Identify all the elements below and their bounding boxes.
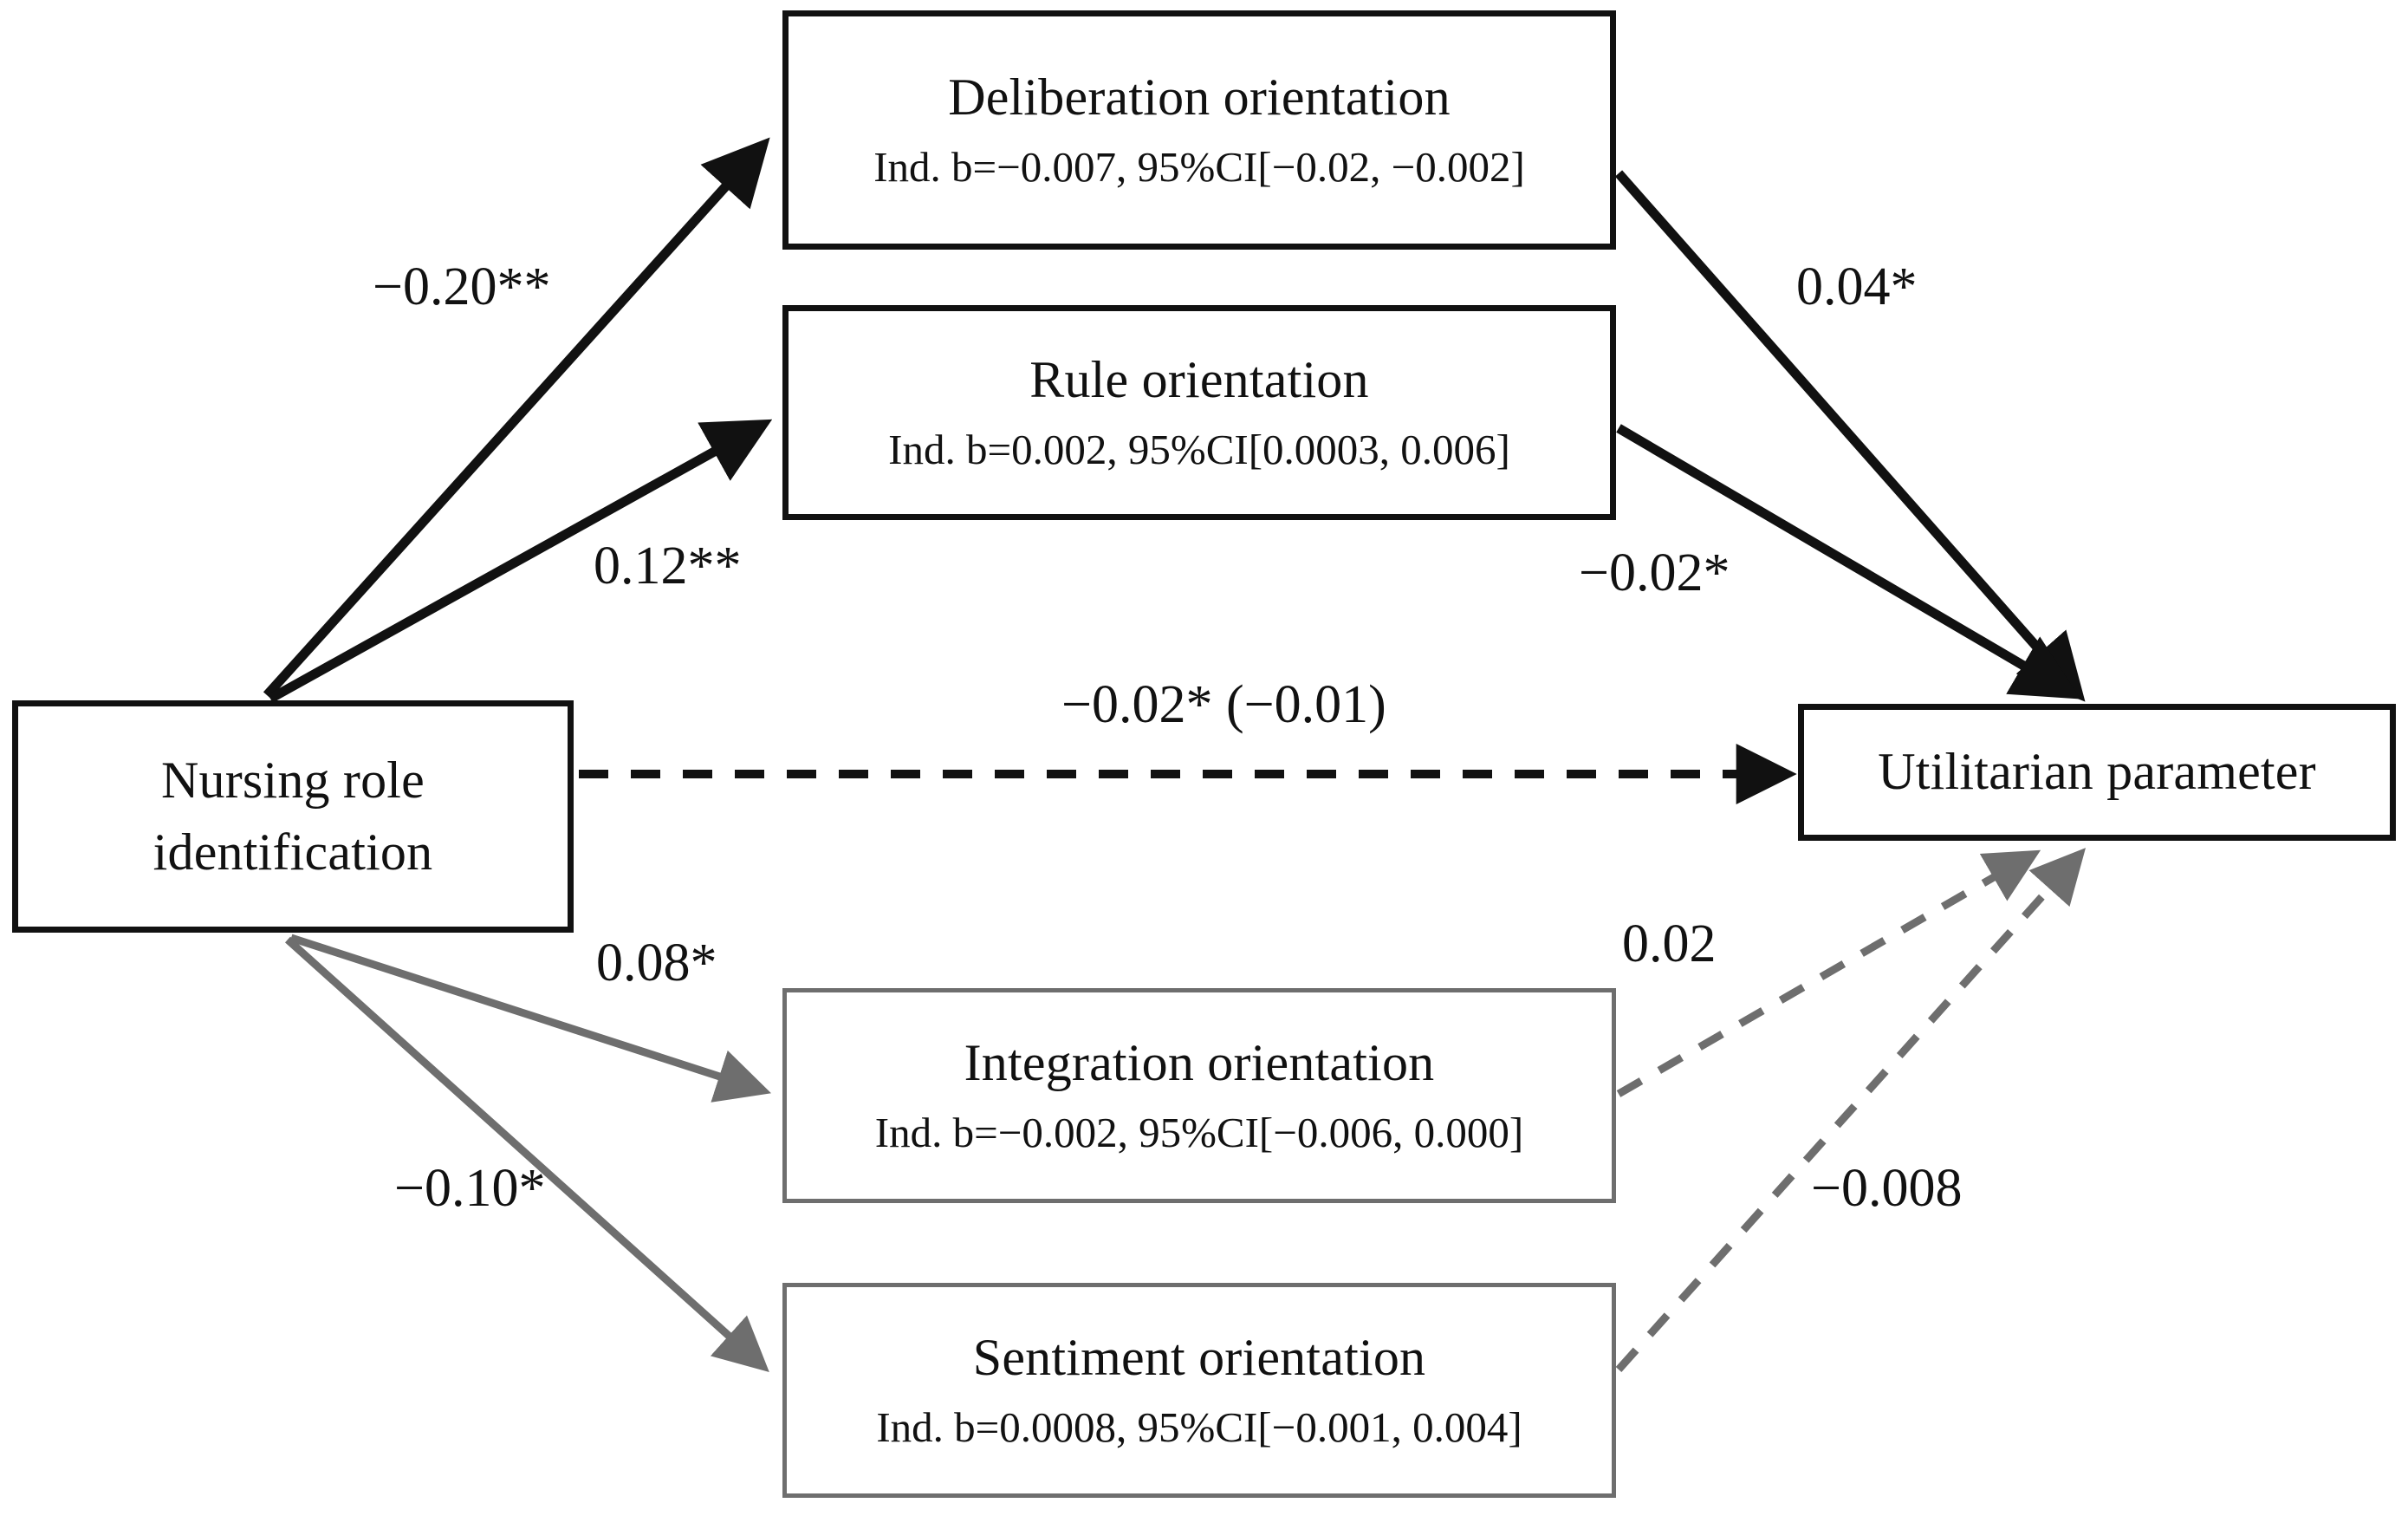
path-label-nursing-to-deliberation: −0.20**: [373, 257, 551, 316]
node-utilitarian-parameter[interactable]: Utilitarian parameter: [1798, 704, 2396, 841]
node-sentiment-orientation[interactable]: Sentiment orientation Ind. b=0.0008, 95%…: [782, 1283, 1616, 1498]
node-nursing-role-identification[interactable]: Nursing role identification: [12, 700, 574, 933]
node-indirect-effect: Ind. b=0.0008, 95%CI[−0.001, 0.004]: [876, 1403, 1522, 1452]
path-sentiment-to-utilitarian: [1615, 848, 2087, 1373]
node-indirect-effect: Ind. b=−0.007, 95%CI[−0.02, −0.002]: [873, 143, 1525, 192]
node-title: Utilitarian parameter: [1878, 743, 2316, 801]
node-title: Nursing role identification: [153, 751, 433, 881]
node-title: Rule orientation: [1029, 350, 1369, 408]
path-label-deliberation-to-utilitarian: 0.04*: [1796, 257, 1918, 316]
node-integration-orientation[interactable]: Integration orientation Ind. b=−0.002, 9…: [782, 988, 1616, 1203]
path-label-sentiment-to-utilitarian: −0.008: [1811, 1159, 1963, 1218]
node-title: Deliberation orientation: [948, 68, 1451, 126]
path-label-nursing-to-integration: 0.08*: [596, 934, 717, 992]
path-label-nursing-to-sentiment: −0.10*: [394, 1159, 546, 1218]
path-nursing-to-deliberation: [263, 137, 770, 699]
path-label-integration-to-utilitarian: 0.02: [1622, 914, 1717, 973]
node-title: Integration orientation: [964, 1033, 1435, 1091]
node-rule-orientation[interactable]: Rule orientation Ind. b=0.002, 95%CI[0.0…: [782, 305, 1616, 520]
node-deliberation-orientation[interactable]: Deliberation orientation Ind. b=−0.007, …: [782, 10, 1616, 250]
path-nursing-to-integration: [289, 934, 771, 1103]
path-integration-to-utilitarian: [1616, 849, 2041, 1097]
path-label-nursing-to-utilitarian-direct: −0.02* (−0.01): [1061, 675, 1386, 734]
node-indirect-effect: Ind. b=−0.002, 95%CI[−0.006, 0.000]: [874, 1109, 1524, 1157]
path-nursing-to-rule: [268, 419, 773, 703]
node-indirect-effect: Ind. b=0.002, 95%CI[0.0003, 0.006]: [888, 426, 1510, 474]
path-deliberation-to-utilitarian: [1614, 170, 2086, 702]
node-title: Sentiment orientation: [972, 1328, 1426, 1386]
path-nursing-to-sentiment: [284, 936, 769, 1373]
path-label-rule-to-utilitarian: −0.02*: [1579, 543, 1730, 602]
path-label-nursing-to-rule: 0.12**: [594, 537, 742, 595]
path-rule-to-utilitarian: [1616, 424, 2081, 699]
